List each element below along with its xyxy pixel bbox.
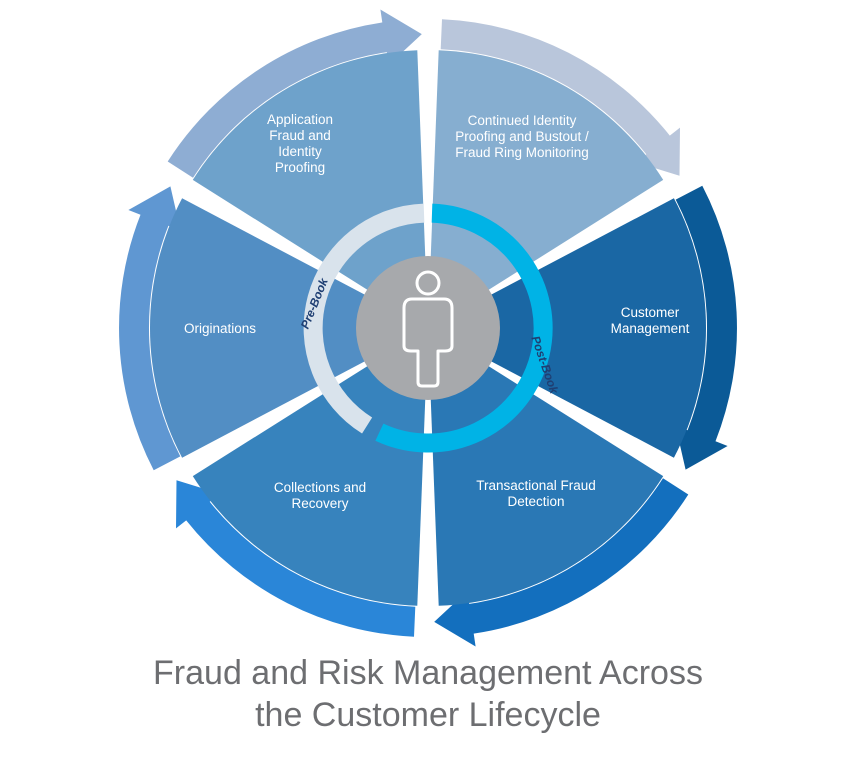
segment-customer-management <box>428 328 664 606</box>
segment-transactional-fraud <box>192 328 428 606</box>
label-line: Continued Identity <box>468 113 577 128</box>
label-line: Application <box>267 112 333 127</box>
label-line: Originations <box>184 321 256 336</box>
arrow-originations <box>167 9 422 178</box>
segment-originations <box>192 50 428 328</box>
segment-application-fraud <box>428 50 664 328</box>
arrow-customer-management <box>434 478 689 647</box>
diagram-caption: Fraud and Risk Management Across the Cus… <box>0 652 856 736</box>
label-line: Fraud Ring Monitoring <box>455 145 589 160</box>
label-line: Fraud and <box>269 128 331 143</box>
outer-arrows <box>119 9 737 647</box>
pre-book-arc <box>303 203 425 434</box>
caption-line-1: Fraud and Risk Management Across <box>153 654 703 692</box>
arrow-collections-recovery <box>119 186 181 471</box>
center <box>356 256 500 400</box>
arrow-transactional-fraud <box>176 480 416 637</box>
label-line: Transactional Fraud <box>476 478 596 493</box>
label-line: Management <box>611 321 690 336</box>
label-line: Customer <box>621 305 680 320</box>
person-icon <box>402 270 454 388</box>
label-line: Proofing and Bustout / <box>455 129 589 144</box>
segment-collections-recovery <box>149 198 428 458</box>
label-originations: Originations <box>184 321 256 336</box>
segment-continued-identity <box>428 198 707 458</box>
label-line: Recovery <box>291 496 348 511</box>
label-line: Detection <box>507 494 564 509</box>
arrow-continued-identity <box>675 185 737 470</box>
arrow-application-fraud <box>440 19 680 176</box>
segments <box>149 50 707 606</box>
post-book-arc <box>375 203 553 453</box>
caption-line-2: the Customer Lifecycle <box>255 696 601 734</box>
label-line: Collections and <box>274 480 366 495</box>
inner-ring <box>303 203 553 453</box>
center-circle <box>356 256 500 400</box>
label-line: Identity <box>278 144 322 159</box>
label-line: Proofing <box>275 160 325 175</box>
